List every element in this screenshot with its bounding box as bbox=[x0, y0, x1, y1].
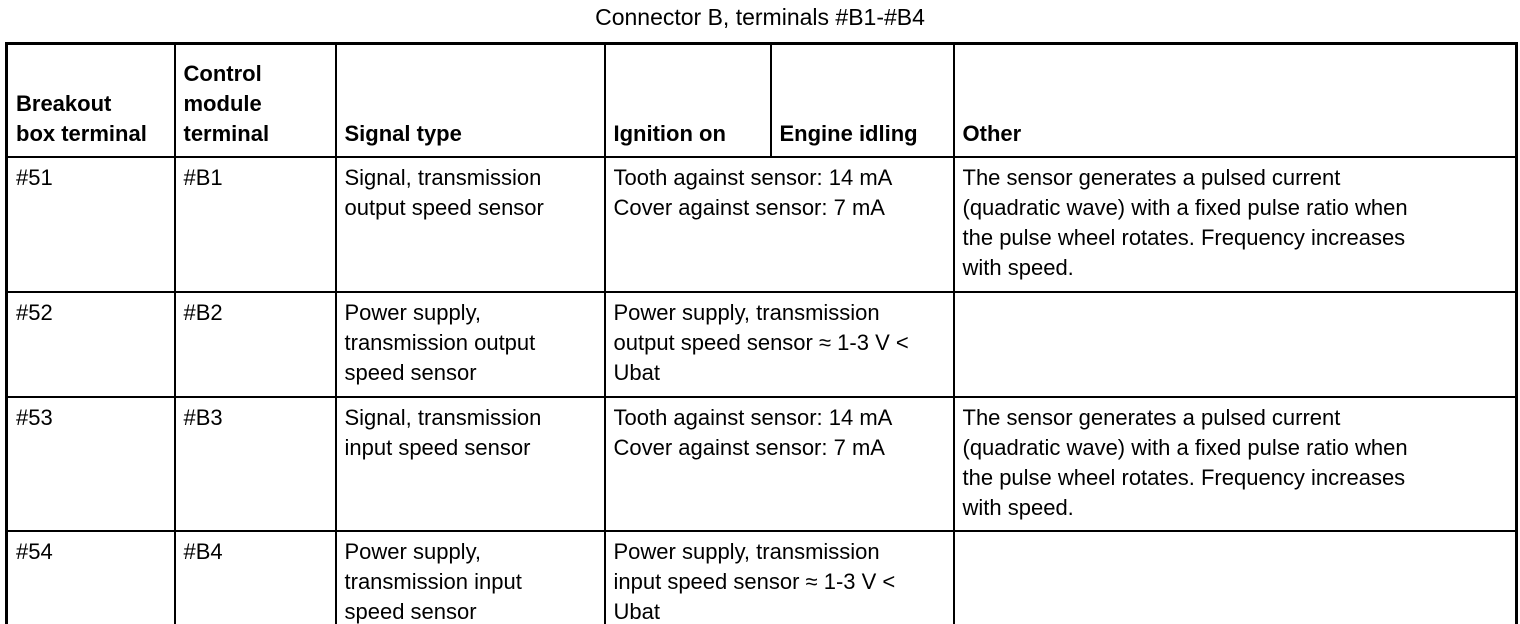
cell-module-terminal: #B3 bbox=[173, 396, 337, 532]
cell-breakout-terminal: #51 bbox=[5, 156, 176, 293]
cell-signal-type: Signal, transmission input speed sensor bbox=[334, 396, 606, 532]
cell-other bbox=[952, 291, 1518, 398]
header-signal-type: Signal type bbox=[334, 42, 606, 158]
cell-module-terminal: #B1 bbox=[173, 156, 337, 293]
table-row: #52 #B2 Power supply, transmission outpu… bbox=[5, 291, 1518, 398]
header-control-module-terminal: Control module terminal bbox=[173, 42, 337, 158]
cell-breakout-terminal: #53 bbox=[5, 396, 176, 532]
cell-signal-type: Power supply, transmission input speed s… bbox=[334, 530, 606, 624]
cell-other: The sensor generates a pulsed current (q… bbox=[952, 396, 1518, 532]
table-row: #53 #B3 Signal, transmission input speed… bbox=[5, 396, 1518, 532]
table-row: #51 #B1 Signal, transmission output spee… bbox=[5, 156, 1518, 293]
cell-measurement: Tooth against sensor: 14 mA Cover agains… bbox=[603, 156, 955, 293]
page-title: Connector B, terminals #B1-#B4 bbox=[595, 4, 925, 30]
cell-signal-type: Power supply, transmission output speed … bbox=[334, 291, 606, 398]
cell-measurement: Power supply, transmission input speed s… bbox=[603, 530, 955, 624]
terminal-spec-table: Breakout box terminal Control module ter… bbox=[5, 42, 1518, 624]
table-row: #54 #B4 Power supply, transmission input… bbox=[5, 530, 1518, 624]
header-engine-idling: Engine idling bbox=[769, 42, 955, 158]
cell-measurement: Power supply, transmission output speed … bbox=[603, 291, 955, 398]
header-row: Breakout box terminal Control module ter… bbox=[5, 42, 1518, 158]
cell-breakout-terminal: #52 bbox=[5, 291, 176, 398]
cell-module-terminal: #B4 bbox=[173, 530, 337, 624]
cell-signal-type: Signal, transmission output speed sensor bbox=[334, 156, 606, 293]
cell-other bbox=[952, 530, 1518, 624]
cell-other: The sensor generates a pulsed current (q… bbox=[952, 156, 1518, 293]
header-other: Other bbox=[952, 42, 1518, 158]
header-breakout-box-terminal: Breakout box terminal bbox=[5, 42, 176, 158]
cell-measurement: Tooth against sensor: 14 mA Cover agains… bbox=[603, 396, 955, 532]
cell-breakout-terminal: #54 bbox=[5, 530, 176, 624]
header-ignition-on: Ignition on bbox=[603, 42, 772, 158]
cell-module-terminal: #B2 bbox=[173, 291, 337, 398]
